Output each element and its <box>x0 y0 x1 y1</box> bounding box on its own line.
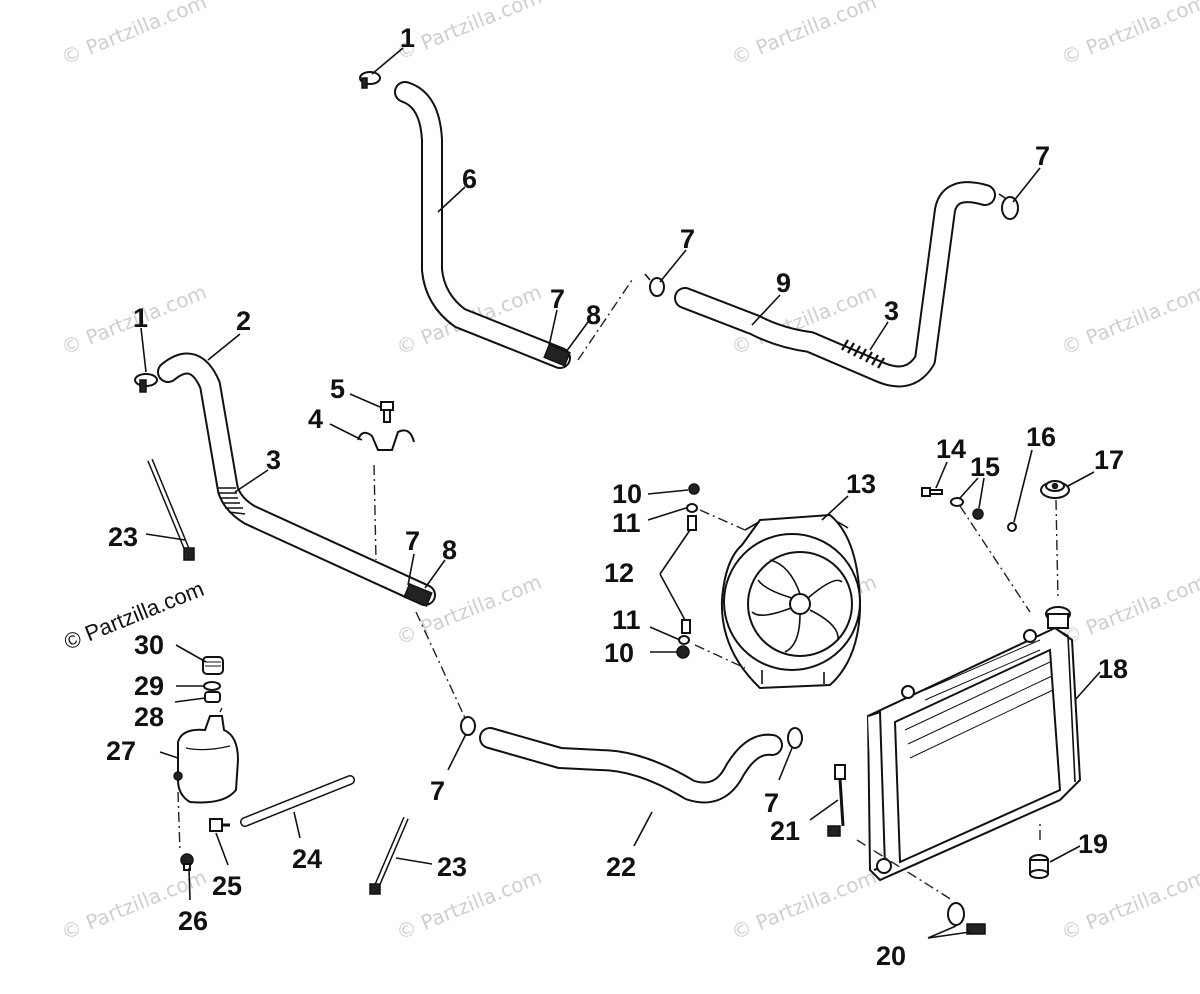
callout-10: 10 <box>612 479 642 509</box>
alignment-lines <box>177 279 1059 901</box>
cable-tie-23-left <box>147 458 195 561</box>
grommet-15 <box>972 508 984 520</box>
washer-15 <box>950 497 964 507</box>
watermark: © Partzilla.com <box>728 0 880 70</box>
neck-28 <box>204 691 221 703</box>
hose-22-lower <box>479 727 783 804</box>
cooling-fan-13 <box>720 513 862 690</box>
radiator-cap-17 <box>1040 480 1070 499</box>
cable-tie-23-bottom <box>369 816 409 895</box>
callout-5: 5 <box>330 374 345 404</box>
callout-15: 15 <box>970 452 1000 482</box>
clamp-7-lower-left <box>460 716 476 736</box>
callout-10: 10 <box>604 638 634 668</box>
callout-3: 3 <box>266 445 281 475</box>
temp-switch-21 <box>827 764 846 837</box>
nut-10-lower <box>676 645 690 659</box>
watermark: © Partzilla.com <box>58 0 210 70</box>
callout-1: 1 <box>400 23 415 53</box>
callout-22: 22 <box>606 852 636 882</box>
watermark: © Partzilla.com <box>393 865 545 945</box>
callout-11: 11 <box>612 508 641 538</box>
nut-10-upper <box>688 483 700 495</box>
watermark: © Partzilla.com <box>1058 280 1200 360</box>
watermark: © Partzilla.com <box>1058 0 1200 70</box>
leader-lines <box>140 47 1101 939</box>
filler-neck-radiator <box>1045 606 1071 629</box>
bellows-3-left <box>218 487 246 515</box>
callout-12: 12 <box>604 558 634 588</box>
washer-11-lower <box>678 635 690 645</box>
temp-sensor-20 <box>947 902 986 935</box>
callout-29: 29 <box>134 671 164 701</box>
bolt-14 <box>921 487 943 497</box>
bolt-12-lower <box>681 619 691 634</box>
callout-23: 23 <box>437 852 467 882</box>
cap-30 <box>202 656 224 675</box>
fitting-8-lower <box>403 583 433 607</box>
callout-11: 11 <box>612 605 641 635</box>
bolt-12-upper <box>687 515 697 531</box>
hose-2-and-3-left <box>157 352 436 606</box>
callout-30: 30 <box>134 630 164 660</box>
callout-26: 26 <box>178 906 208 936</box>
screw-26 <box>180 853 194 871</box>
callout-14: 14 <box>936 434 966 464</box>
clamp-7-lower-right <box>787 727 803 749</box>
radiator-18 <box>866 626 1082 882</box>
watermark: © Partzilla.com <box>1058 865 1200 945</box>
callout-23: 23 <box>108 522 138 552</box>
callout-7: 7 <box>550 284 565 314</box>
bolt-5 <box>380 401 394 423</box>
fitting-25 <box>209 818 230 832</box>
clamp-7-mid <box>644 273 665 297</box>
callout-8: 8 <box>586 300 601 330</box>
fitting-8-upper <box>543 343 571 367</box>
callout-16: 16 <box>1026 422 1056 452</box>
reservoir-27 <box>173 715 240 804</box>
watermark: © Partzilla.com <box>728 865 880 945</box>
callout-7: 7 <box>1035 141 1050 171</box>
hose-24-overflow <box>240 775 355 827</box>
clamp-7-top-right <box>998 193 1019 220</box>
callout-18: 18 <box>1098 654 1128 684</box>
callout-4: 4 <box>308 404 323 434</box>
hose-9-and-3-right <box>674 181 996 388</box>
callout-25: 25 <box>212 871 242 901</box>
callout-1: 1 <box>133 303 148 333</box>
nut-16 <box>1007 522 1017 532</box>
callout-7: 7 <box>680 224 695 254</box>
callout-3: 3 <box>884 296 899 326</box>
callout-7: 7 <box>430 776 445 806</box>
gasket-29 <box>203 681 221 691</box>
callout-13: 13 <box>846 469 876 499</box>
callout-28: 28 <box>134 702 164 732</box>
callout-27: 27 <box>106 736 136 766</box>
callout-7: 7 <box>764 788 779 818</box>
callout-19: 19 <box>1078 829 1108 859</box>
callout-8: 8 <box>442 535 457 565</box>
washer-11-upper <box>686 503 698 513</box>
bellows-3-right <box>841 339 885 369</box>
watermark: © Partzilla.com <box>1058 570 1200 650</box>
clamp-1-top <box>359 71 381 89</box>
callout-17: 17 <box>1094 445 1124 475</box>
callout-24: 24 <box>292 844 322 874</box>
callout-21: 21 <box>770 816 800 846</box>
callout-6: 6 <box>462 164 477 194</box>
clamp-1-left <box>134 373 158 393</box>
callout-2: 2 <box>236 306 251 336</box>
hose-6-upper <box>394 81 571 369</box>
callout-9: 9 <box>776 268 791 298</box>
bracket-4 <box>357 429 415 451</box>
callout-20: 20 <box>876 941 906 971</box>
watermark: © Partzilla.com <box>393 0 545 65</box>
mount-19 <box>1029 854 1049 879</box>
callout-labels: 1 6 1 2 3 5 4 7 8 7 9 3 7 7 8 23 10 11 1… <box>106 23 1128 971</box>
callout-7: 7 <box>405 526 420 556</box>
